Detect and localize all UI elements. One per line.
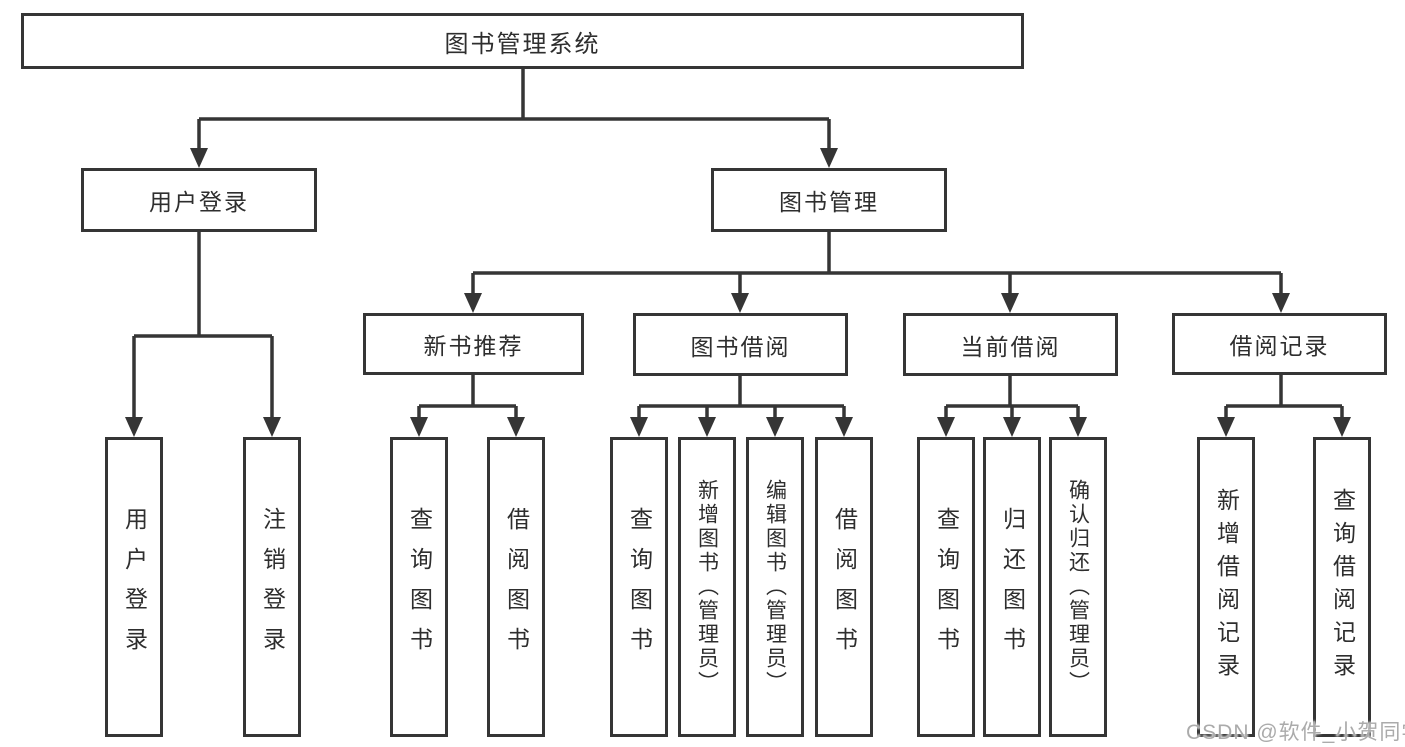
leaf-label: 新增借阅记录 (1213, 488, 1240, 686)
leaf-label: 查询图书 (406, 507, 433, 667)
arrowhead-icon (507, 417, 525, 437)
leaf-query-books-2: 查询图书 (610, 437, 668, 737)
arrowhead-icon (190, 148, 208, 168)
leaf-user-login: 用户登录 (105, 437, 163, 737)
leaf-query-borrow-record: 查询借阅记录 (1313, 437, 1371, 737)
leaf-query-books-3: 查询图书 (917, 437, 975, 737)
leaf-query-books-1: 查询图书 (390, 437, 448, 737)
leaf-label: 用户登录 (121, 507, 148, 667)
leaf-add-borrow-record: 新增借阅记录 (1197, 437, 1255, 737)
leaf-borrow-books-1: 借阅图书 (487, 437, 545, 737)
group-current-borrow: 当前借阅 (903, 313, 1118, 376)
arrowhead-icon (464, 293, 482, 313)
leaf-confirm-return-admin: 确认归还（管理员） (1049, 437, 1107, 737)
leaf-label: 注销登录 (259, 507, 286, 667)
arrowhead-icon (766, 417, 784, 437)
leaf-return-books: 归还图书 (983, 437, 1041, 737)
leaf-label: 编辑图书（管理员） (763, 479, 787, 695)
arrowhead-icon (1272, 293, 1290, 313)
leaf-edit-book-admin: 编辑图书（管理员） (746, 437, 804, 737)
leaf-add-book-admin: 新增图书（管理员） (678, 437, 736, 737)
arrowhead-icon (937, 417, 955, 437)
arrowhead-icon (1001, 293, 1019, 313)
arrowhead-icon (1069, 417, 1087, 437)
leaf-label: 借阅图书 (831, 507, 858, 667)
leaf-label: 查询借阅记录 (1329, 488, 1356, 686)
arrowhead-icon (1003, 417, 1021, 437)
leaf-label: 归还图书 (999, 507, 1026, 667)
branch-book-management: 图书管理 (711, 168, 947, 232)
branch-user-login: 用户登录 (81, 168, 317, 232)
arrowhead-icon (731, 293, 749, 313)
leaf-borrow-books-2: 借阅图书 (815, 437, 873, 737)
arrowhead-icon (835, 417, 853, 437)
leaf-label: 查询图书 (933, 507, 960, 667)
arrowhead-icon (263, 417, 281, 437)
group-new-book-recommend: 新书推荐 (363, 313, 584, 375)
arrowhead-icon (820, 148, 838, 168)
leaf-label: 新增图书（管理员） (695, 479, 719, 695)
leaf-label: 确认归还（管理员） (1066, 479, 1090, 695)
group-borrow-records: 借阅记录 (1172, 313, 1387, 375)
arrowhead-icon (125, 417, 143, 437)
arrowhead-icon (1333, 417, 1351, 437)
csdn-watermark: CSDN @软件_小贺同学 (1186, 721, 1405, 744)
group-book-borrow: 图书借阅 (633, 313, 848, 376)
leaf-logout: 注销登录 (243, 437, 301, 737)
leaf-label: 查询图书 (626, 507, 653, 667)
arrowhead-icon (698, 417, 716, 437)
arrowhead-icon (1217, 417, 1235, 437)
arrowhead-icon (410, 417, 428, 437)
leaf-label: 借阅图书 (503, 507, 530, 667)
arrowhead-icon (630, 417, 648, 437)
root-node-library-system: 图书管理系统 (21, 13, 1024, 69)
